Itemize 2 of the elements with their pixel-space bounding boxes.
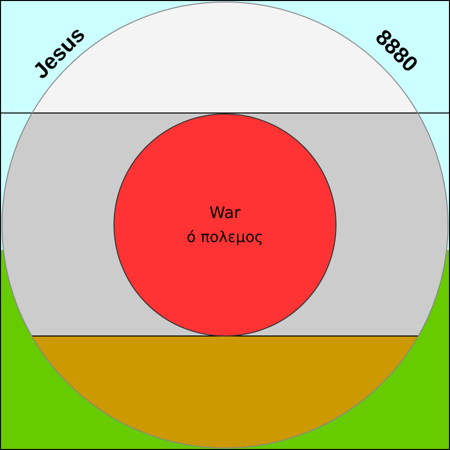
circle-subtitle: ό πολεμος bbox=[186, 227, 264, 248]
circle-title: War bbox=[209, 202, 241, 224]
